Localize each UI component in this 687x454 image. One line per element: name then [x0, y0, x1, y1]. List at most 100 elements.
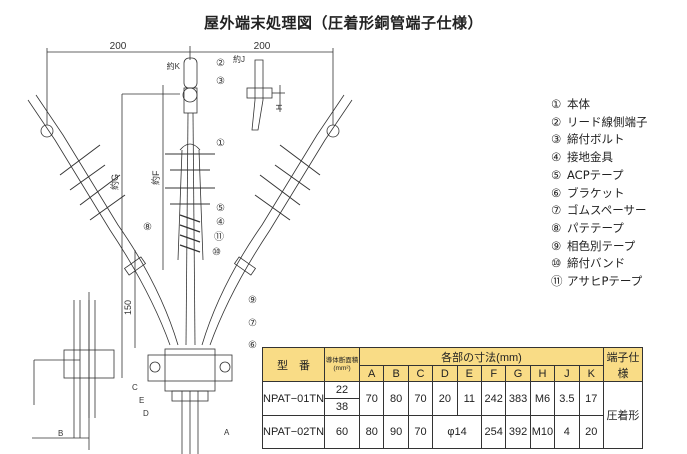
cell-terminal: 圧着形 [602, 381, 643, 449]
dim-k-label: 約K [167, 61, 181, 71]
cell-area: 22 [324, 381, 361, 399]
cell-d: 20 [432, 381, 458, 416]
callout-3: ③ [216, 76, 225, 87]
dim-j-label: 約J [233, 54, 245, 64]
dim-c-label: C [132, 383, 138, 392]
callout-2: ② [216, 58, 225, 69]
header-area-label: 導体断面積 [325, 356, 359, 364]
cell-e: 11 [456, 381, 482, 416]
col-d: D [432, 365, 458, 382]
col-e: E [456, 365, 482, 382]
cell-c: 70 [407, 415, 434, 449]
col-j: J [554, 365, 580, 382]
cell-area: 60 [324, 415, 361, 449]
callout-6: ⑥ [248, 340, 257, 351]
col-f: F [480, 365, 507, 382]
col-b: B [383, 365, 409, 382]
legend-item: ⑧ パテテープ [551, 220, 648, 238]
legend-num: ⑩ [551, 256, 562, 271]
cell-h: M6 [529, 381, 556, 416]
legend-label: 相色別テープ [567, 238, 636, 253]
legend-label: ブラケット [567, 185, 625, 200]
dim-d-label: D [143, 409, 149, 418]
cell-model: NPAT−02TN [261, 415, 326, 449]
dim-h-label: H [275, 104, 284, 110]
header-terminal: 端子仕様 [602, 347, 643, 382]
cell-model: NPAT−01TN [261, 381, 326, 416]
legend-label: 本体 [567, 97, 590, 111]
cell-h: M10 [529, 415, 556, 449]
page-title: 屋外端末処理図（圧着形銅管端子仕様） [203, 14, 483, 32]
cell-a: 70 [359, 381, 385, 416]
cell-g: 392 [505, 415, 531, 449]
header-dims: 各部の寸法(mm) [359, 347, 604, 366]
legend-num: ① [551, 97, 562, 111]
dim-f-label: 約F [150, 170, 161, 185]
dim-right-label: 200 [254, 41, 271, 52]
legend-num: ② [551, 114, 562, 129]
center-terminal: 約K [165, 57, 215, 346]
col-k: K [578, 365, 604, 382]
dim-150-label: 150 [123, 300, 133, 315]
legend-label: アサヒPテープ [567, 274, 643, 289]
col-h: H [529, 365, 556, 382]
cell-f: 242 [480, 381, 507, 416]
legend-item: ② リード線側端子 [551, 114, 648, 132]
legend-item: ⑨ 相色別テープ [551, 238, 648, 256]
legend-label: 締付バンド [567, 256, 626, 271]
cell-j: 3.5 [554, 381, 580, 416]
dim-a-label: A [224, 428, 230, 437]
callout-10: ⑩ [212, 247, 221, 258]
legend-num: ⑧ [551, 220, 562, 235]
legend-num: ⑨ [551, 238, 562, 253]
dim-g-label: 約G [109, 174, 120, 190]
legend-num: ⑦ [551, 203, 562, 218]
legend-num: ④ [551, 150, 562, 165]
bracket-side-view: B [32, 292, 115, 450]
callout-4: ④ [216, 217, 225, 228]
callout-7: ⑦ [248, 318, 257, 329]
legend-item: ⑥ ブラケット [551, 185, 648, 203]
cell-a: 80 [359, 415, 385, 449]
cell-area: 38 [324, 398, 361, 416]
cell-b: 80 [383, 381, 409, 416]
header-area: 導体断面積(mm²) [324, 347, 361, 382]
bracket: C E D A [132, 348, 233, 454]
table-row: NPAT−02TN 60 80 90 70 φ14 254 392 M10 4 … [261, 415, 643, 449]
cell-b: 90 [383, 415, 409, 449]
callout-11: ⑪ [214, 231, 224, 243]
header-model: 型 番 [261, 347, 326, 382]
cell-de: φ14 [432, 415, 482, 449]
col-a: A [359, 365, 385, 382]
legend-item: ④ 接地金具 [551, 149, 648, 167]
legend-num: ⑥ [551, 185, 562, 200]
legend-label: パテテープ [567, 220, 624, 235]
table-row: NPAT−01TN 22 70 80 70 20 11 242 383 M6 3… [261, 381, 643, 449]
dim-b-label: B [58, 429, 63, 438]
left-cable-arm [27, 94, 179, 346]
legend-num: ⑤ [551, 167, 562, 182]
callout-5: ⑤ [216, 203, 225, 214]
legend-label: ACPテープ [567, 167, 624, 182]
col-c: C [407, 365, 434, 382]
callout-9: ⑨ [248, 295, 257, 306]
header-area-unit: (mm²) [333, 364, 351, 372]
side-detail: 約J H [233, 54, 285, 131]
callout-1: ① [216, 138, 225, 149]
legend-label: 接地金具 [567, 150, 613, 165]
col-g: G [505, 365, 531, 382]
dim-left-label: 200 [110, 41, 127, 52]
legend-label: 締付ボルト [567, 132, 625, 147]
cell-k: 20 [578, 415, 604, 449]
legend-label: リード線側端子 [567, 114, 648, 129]
legend-num: ⑪ [551, 274, 563, 289]
vertical-dimensions: 約G 約F 150 [109, 85, 180, 378]
legend-item: ① 本体 [551, 96, 648, 114]
cell-f: 254 [480, 415, 507, 449]
callout-8: ⑧ [143, 222, 152, 233]
table-row: 38 [263, 398, 643, 416]
